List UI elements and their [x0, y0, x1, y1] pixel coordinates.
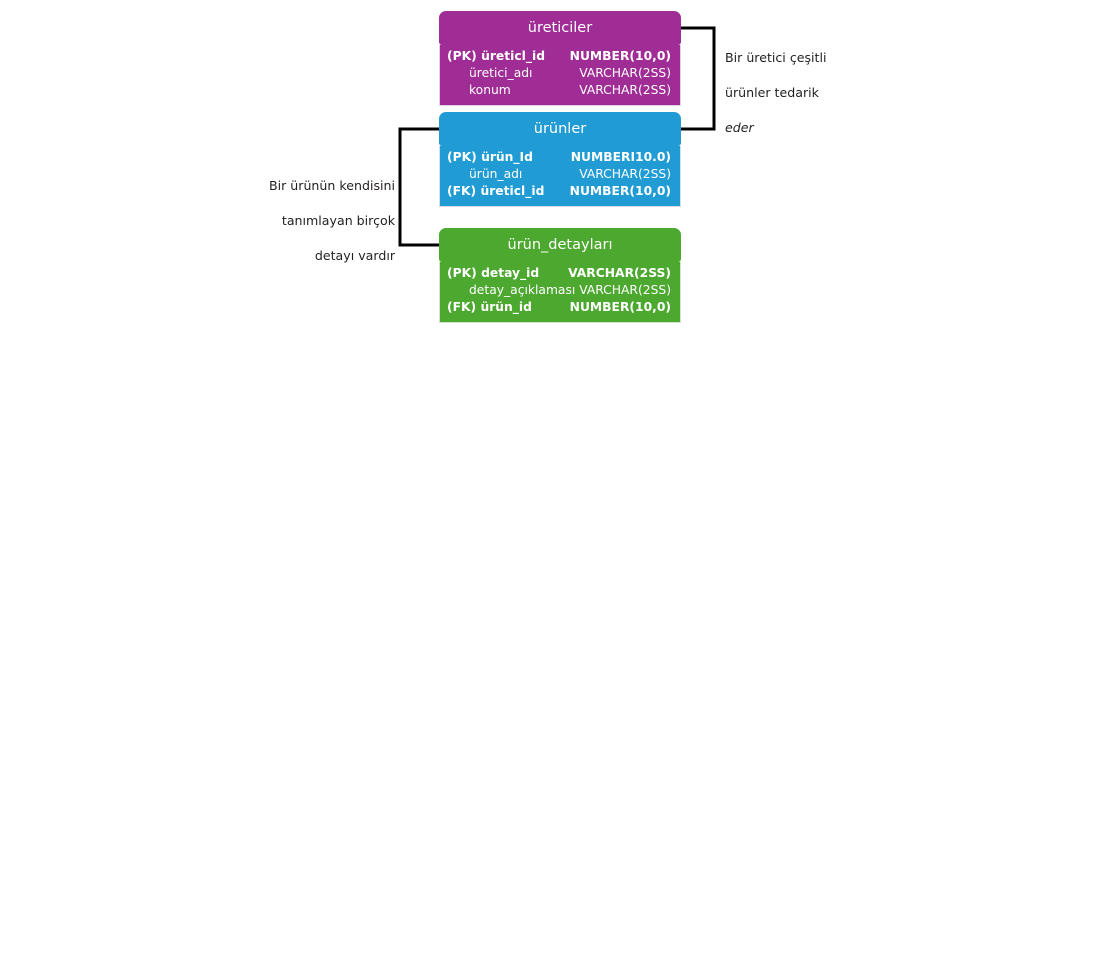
field-row: üretici_adı VARCHAR(2SS) [440, 66, 680, 83]
field-type: VARCHAR(2SS) [579, 167, 671, 181]
field-type: NUMBERI10.0) [570, 150, 671, 164]
field-name: (PK) detay_id [447, 266, 540, 280]
entity-urun-detaylari-fields: (PK) detay_id VARCHAR(2SS) detay_açıklam… [439, 262, 681, 323]
field-type: NUMBER(10,0) [569, 184, 671, 198]
label-line: Bir üretici çeşitli [725, 49, 827, 65]
field-type: NUMBER(10,0) [569, 49, 671, 63]
label-line: eder [725, 119, 754, 135]
relationship-label-ureticiler-urunler: Bir üretici çeşitli ürünler tedarik eder [725, 31, 905, 154]
field-name: (FK) üreticl_id [447, 184, 545, 198]
field-type: VARCHAR(2SS) [579, 83, 671, 97]
label-line: Bir ürünün kendisini [268, 177, 395, 193]
field-name: üretici_adı [469, 66, 533, 80]
entity-ureticiler-title: üreticiler [439, 11, 681, 45]
entity-urun-detaylari[interactable]: ürün_detayları (PK) detay_id VARCHAR(2SS… [439, 228, 681, 323]
relationship-label-urunler-urun-detaylari: Bir ürünün kendisini tanımlayan birçok d… [230, 159, 395, 282]
field-type: VARCHAR(2SS) [568, 266, 671, 280]
label-line: ürünler tedarik [725, 84, 819, 100]
field-row: detay_açıklaması VARCHAR(2SS) [440, 283, 680, 300]
field-row: (PK) ürün_Id NUMBERI10.0) [440, 150, 680, 167]
field-name: detay_açıklaması [469, 283, 576, 297]
label-line: detayı vardır [314, 247, 395, 263]
entity-urunler-title: ürünler [439, 112, 681, 146]
entity-urunler-fields: (PK) ürün_Id NUMBERI10.0) ürün_adı VARCH… [439, 146, 681, 207]
entity-urun-detaylari-title: ürün_detayları [439, 228, 681, 262]
field-row: konum VARCHAR(2SS) [440, 83, 680, 100]
field-row: (FK) üreticl_id NUMBER(10,0) [440, 184, 680, 201]
field-row: ürün_adı VARCHAR(2SS) [440, 167, 680, 184]
field-row: (PK) detay_id VARCHAR(2SS) [440, 266, 680, 283]
field-name: ürün_adı [469, 167, 523, 181]
field-type: VARCHAR(2SS) [579, 283, 671, 297]
entity-urunler[interactable]: ürünler (PK) ürün_Id NUMBERI10.0) ürün_a… [439, 112, 681, 207]
field-row: (FK) ürün_id NUMBER(10,0) [440, 300, 680, 317]
connector-ureticiler-urunler [681, 26, 716, 131]
label-line: tanımlayan birçok [281, 212, 395, 228]
field-name: (FK) ürün_id [447, 300, 532, 314]
entity-ureticiler-fields: (PK) üreticl_id NUMBER(10,0) üretici_adı… [439, 45, 681, 106]
field-name: (PK) ürün_Id [447, 150, 533, 164]
field-type: VARCHAR(2SS) [579, 66, 671, 80]
field-name: konum [469, 83, 511, 97]
field-name: (PK) üreticl_id [447, 49, 546, 63]
field-type: NUMBER(10,0) [569, 300, 671, 314]
field-row: (PK) üreticl_id NUMBER(10,0) [440, 49, 680, 66]
connector-urunler-urun-detaylari [398, 127, 439, 247]
entity-ureticiler[interactable]: üreticiler (PK) üreticl_id NUMBER(10,0) … [439, 11, 681, 106]
